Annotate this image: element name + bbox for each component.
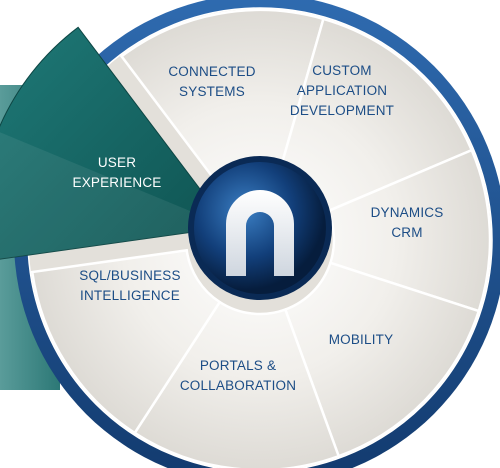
segment-dynamics-crm[interactable]: [326, 148, 492, 313]
label-line: SYSTEMS: [179, 84, 245, 99]
segment-portals-collaboration[interactable]: [133, 300, 341, 468]
n-logo-icon: [226, 190, 294, 276]
label-user-experience: USER EXPERIENCE: [72, 155, 161, 190]
segment-mobility[interactable]: [283, 261, 481, 458]
label-line: DYNAMICS: [371, 205, 444, 220]
label-line: EXPERIENCE: [72, 175, 161, 190]
user-experience-wedge-shine: [0, 132, 192, 260]
label-line: DEVELOPMENT: [290, 103, 394, 118]
segment-sql-business-intelligence[interactable]: [30, 248, 222, 435]
label-portals-collaboration: PORTALS & COLLABORATION: [180, 358, 296, 393]
label-line: MOBILITY: [329, 332, 394, 347]
label-custom-application-development: CUSTOM APPLICATION DEVELOPMENT: [290, 63, 394, 118]
label-line: INTELLIGENCE: [80, 288, 180, 303]
label-connected-systems: CONNECTED SYSTEMS: [168, 64, 255, 99]
label-line: SQL/BUSINESS: [79, 268, 180, 283]
label-line: COLLABORATION: [180, 378, 296, 393]
label-line: CUSTOM: [312, 63, 371, 78]
label-line: PORTALS &: [200, 358, 276, 373]
segment-labels: CONNECTED SYSTEMS CUSTOM APPLICATION DEVELOP…: [72, 63, 443, 393]
label-mobility: MOBILITY: [329, 332, 394, 347]
label-line: APPLICATION: [297, 83, 387, 98]
label-sql-business-intelligence: SQL/BUSINESS INTELLIGENCE: [79, 268, 180, 303]
hub: [194, 162, 326, 294]
label-line: CONNECTED: [168, 64, 255, 79]
label-line: USER: [98, 155, 136, 170]
label-line: CRM: [391, 225, 422, 240]
segment-group: [30, 8, 492, 468]
label-dynamics-crm: DYNAMICS CRM: [371, 205, 444, 240]
